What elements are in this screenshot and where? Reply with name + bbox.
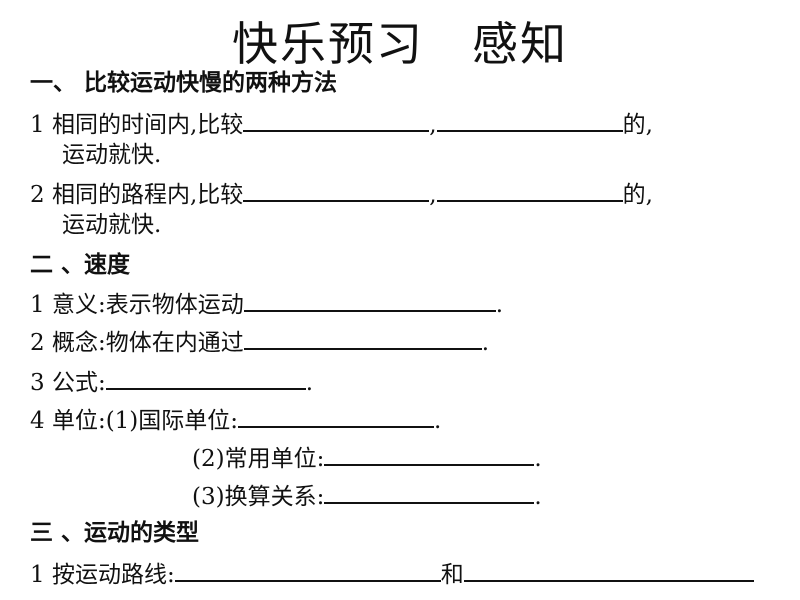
title-part-1: 快乐预习	[232, 17, 424, 71]
section-1-item-2: 2 相同的路程内,比较, 的,	[30, 178, 653, 210]
conversion-label: (3)换算关系:	[192, 484, 325, 510]
period: .	[534, 484, 542, 510]
answer-blank-2b[interactable]	[436, 178, 623, 202]
section-1-heading: 一、 比较运动快慢的两种方法	[30, 69, 338, 96]
and-word: 和	[440, 562, 464, 588]
answer-blank-route-1[interactable]	[174, 558, 441, 582]
period: .	[305, 370, 314, 396]
item-1-prefix: 1 相同的时间内,比较	[30, 112, 244, 138]
speed-unit-conversion: (3)换算关系:.	[192, 480, 542, 512]
speed-unit-common: (2)常用单位:.	[192, 442, 542, 474]
formula-label: 3 公式:	[30, 370, 106, 396]
answer-blank-common-unit[interactable]	[324, 442, 535, 466]
motion-route-item: 1 按运动路线: 和	[30, 558, 754, 590]
section-3-heading: 三 、运动的类型	[30, 519, 200, 546]
speed-formula: 3 公式:.	[30, 366, 313, 398]
common-unit-label: (2)常用单位:	[192, 446, 325, 472]
period: .	[534, 446, 542, 472]
period: .	[481, 330, 490, 356]
title-part-2: 感知	[472, 17, 568, 71]
period: .	[434, 408, 442, 434]
unit-label: 4 单位:(1)国际单位:	[30, 408, 239, 434]
item-1-suffix: 的,	[622, 112, 653, 138]
item-2-prefix: 2 相同的路程内,比较	[30, 182, 244, 208]
section-1-item-1: 1 相同的时间内,比较, 的,	[30, 108, 653, 140]
meaning-label: 1 意义:表示物体运动	[30, 292, 244, 318]
answer-blank-1b[interactable]	[436, 108, 623, 132]
answer-blank-route-2[interactable]	[463, 558, 754, 582]
answer-blank-si-unit[interactable]	[238, 404, 435, 428]
answer-blank-conversion[interactable]	[324, 480, 535, 504]
answer-blank-meaning[interactable]	[243, 288, 496, 312]
route-label: 1 按运动路线:	[30, 562, 175, 588]
speed-unit-si: 4 单位:(1)国际单位:.	[30, 404, 441, 436]
answer-blank-concept[interactable]	[243, 326, 482, 350]
answer-blank-formula[interactable]	[105, 366, 306, 390]
comma: ,	[429, 182, 437, 208]
comma: ,	[429, 112, 437, 138]
section-1-item-2-continuation: 运动就快.	[62, 212, 162, 238]
speed-concept: 2 概念:物体在内通过.	[30, 326, 489, 358]
section-2-heading: 二 、速度	[30, 251, 131, 278]
page-title: 快乐预习感知	[0, 14, 800, 74]
item-2-suffix: 的,	[622, 182, 653, 208]
speed-meaning: 1 意义:表示物体运动.	[30, 288, 503, 320]
answer-blank-2a[interactable]	[243, 178, 430, 202]
answer-blank-1a[interactable]	[243, 108, 430, 132]
concept-label: 2 概念:物体在内通过	[30, 330, 244, 356]
period: .	[495, 292, 504, 318]
section-1-item-1-continuation: 运动就快.	[62, 142, 162, 168]
